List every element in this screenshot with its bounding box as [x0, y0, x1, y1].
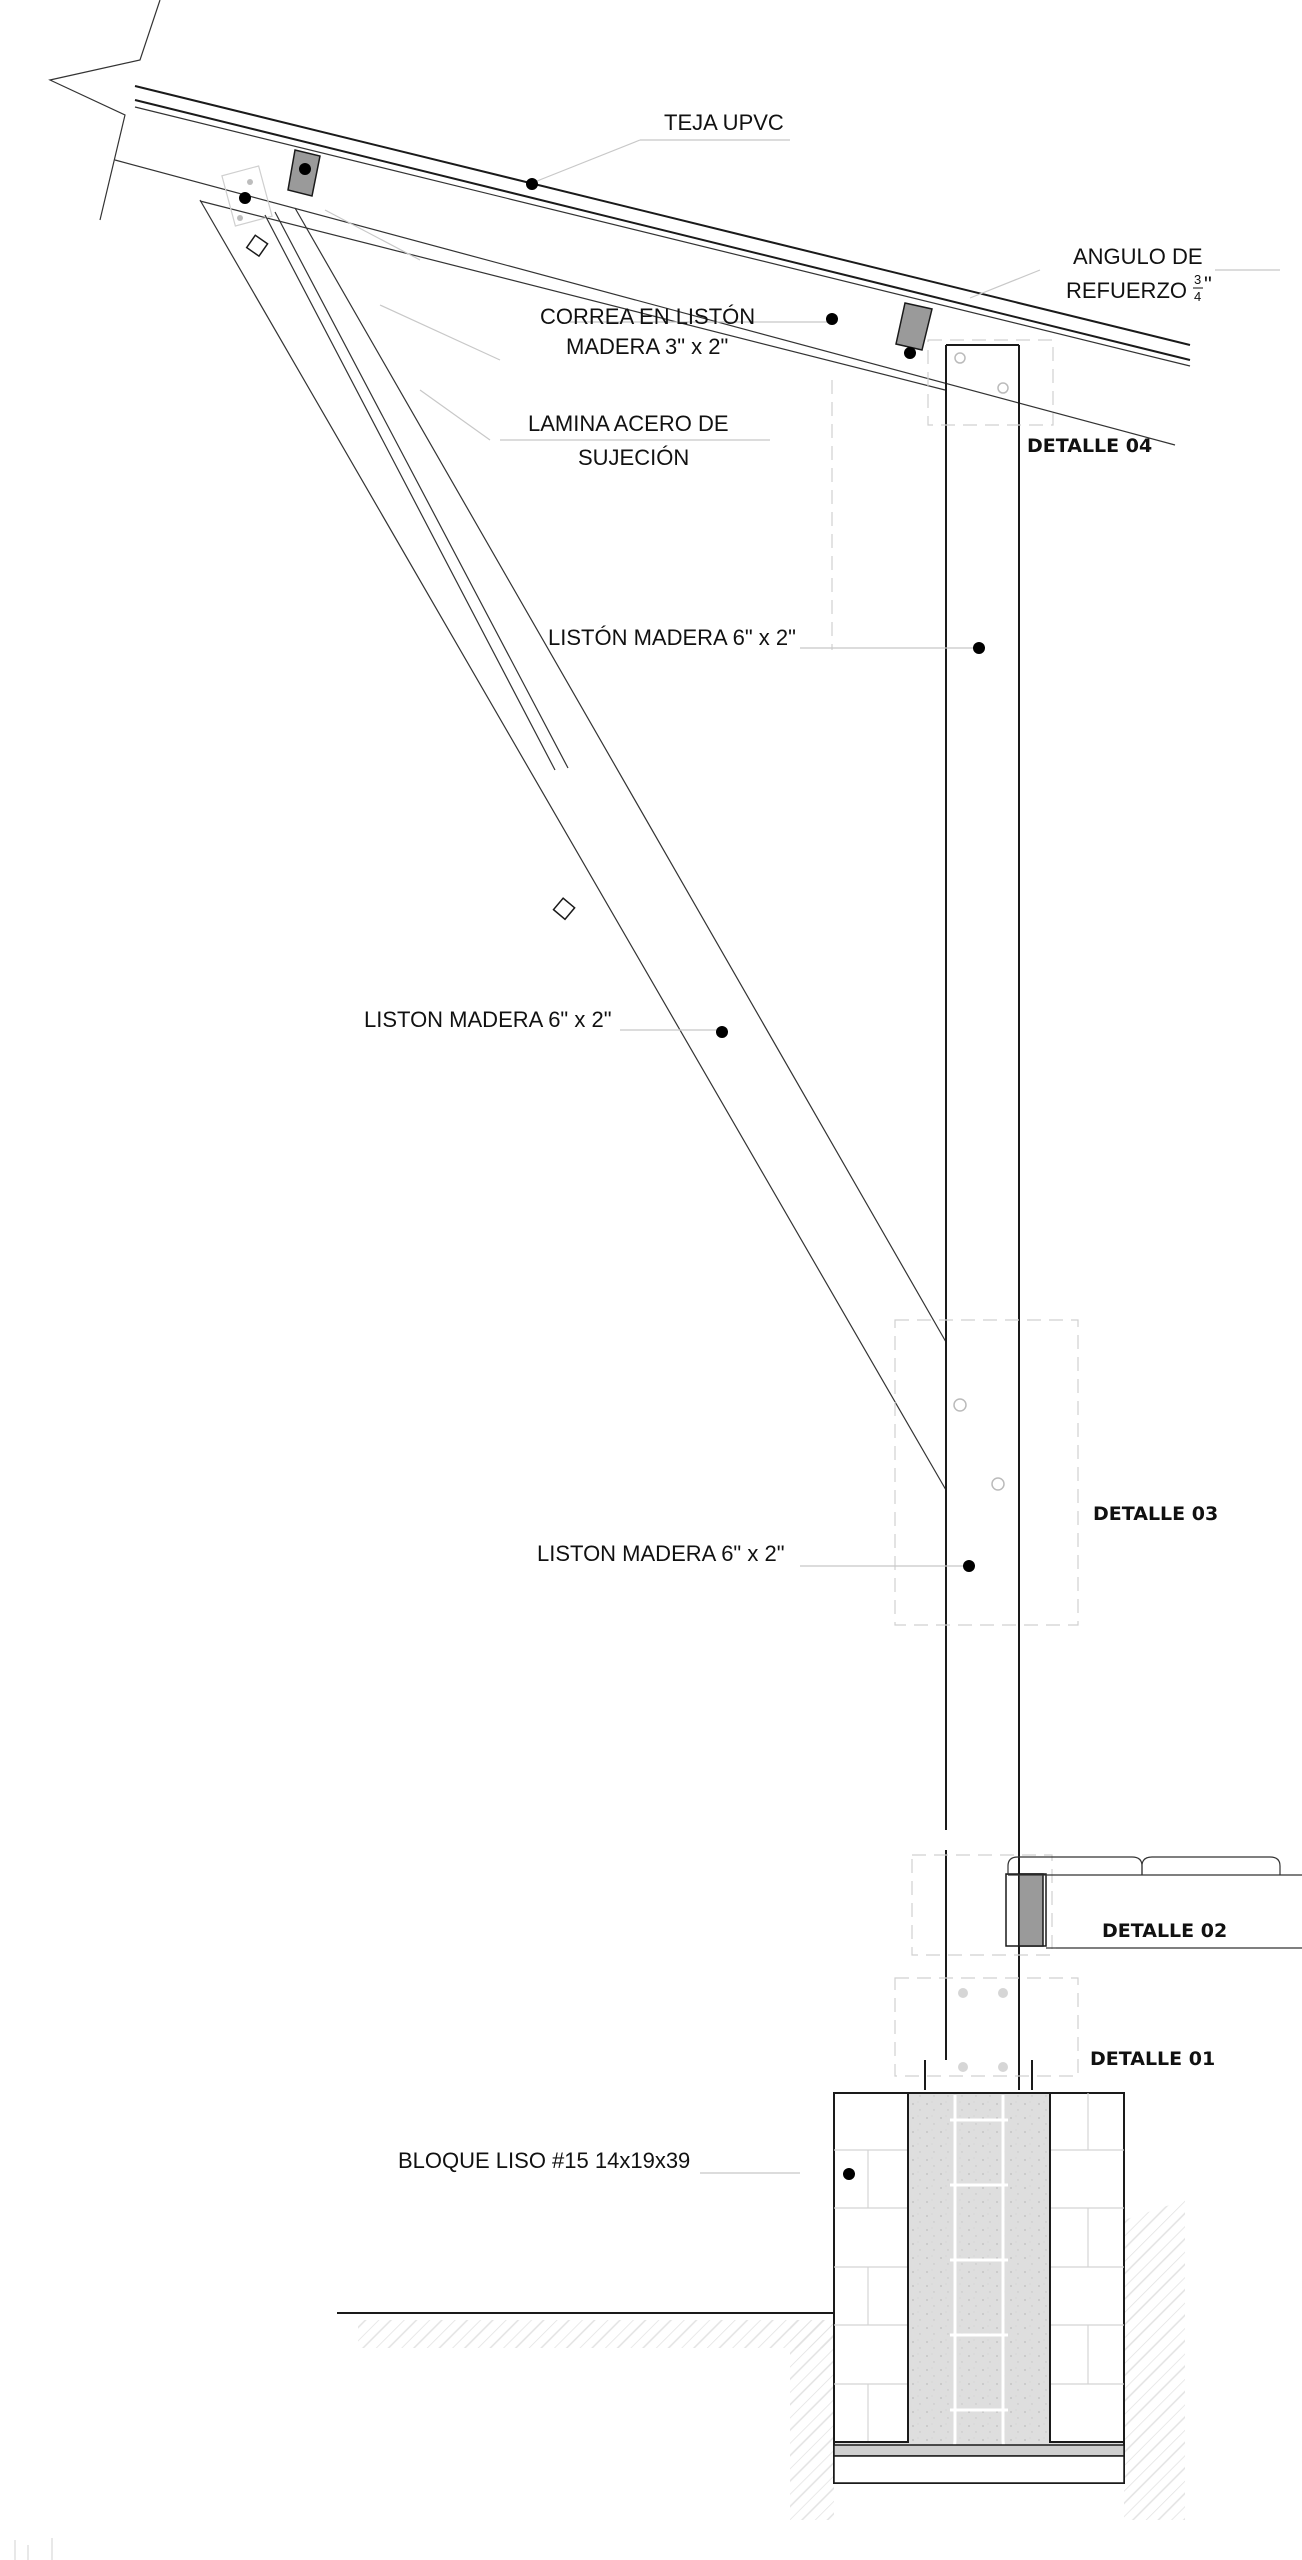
label-angulo-line2: REFUERZO — [1066, 278, 1187, 303]
label-liston-diag: LISTON MADERA 6" x 2" — [364, 1007, 612, 1032]
zone-detalle-02 — [911, 1854, 1053, 1956]
leader-dot-teja — [526, 178, 538, 190]
leader-dot-angulo — [904, 347, 916, 359]
vertical-post — [924, 344, 1033, 2090]
corner-marks — [14, 2538, 53, 2560]
label-liston-top: LISTÓN MADERA 6" x 2" — [548, 625, 796, 650]
zone-detalle-03 — [894, 1319, 1079, 1626]
label-liston-mid: LISTON MADERA 6" x 2" — [537, 1541, 785, 1566]
label-correa-line1: CORREA EN LISTÓN — [540, 304, 755, 329]
leaders — [239, 139, 1280, 2180]
label-angulo-inch: " — [1204, 272, 1212, 297]
brace-edge-right — [294, 207, 947, 1343]
label-angulo-frac-den: 4 — [1194, 289, 1201, 304]
footing — [833, 2455, 1125, 2484]
label-correa-line2: MADERA 3" x 2" — [566, 334, 728, 359]
roof-sheet-bottom — [134, 99, 1191, 361]
zone-detalle-04 — [927, 339, 1054, 426]
leader-dot-liston-mid — [963, 1560, 975, 1572]
zone-detalle-01 — [894, 1977, 1079, 2077]
leader-dot-purlin — [299, 163, 311, 175]
leader-dot-bloque — [843, 2168, 855, 2180]
label-detalle-02: DETALLE 02 — [1102, 1920, 1227, 1942]
rafter-top — [114, 159, 1176, 446]
leader-dot-plate — [239, 192, 251, 204]
brace-edge-left — [199, 199, 947, 1491]
label-lamina-line2: SUJECIÓN — [578, 445, 689, 470]
bolt-square — [552, 897, 576, 921]
diagonal-brace — [199, 199, 947, 1491]
labels: TEJA UPVC ANGULO DE REFUERZO 3 4 " CORRE… — [364, 110, 1227, 2173]
label-teja: TEJA UPVC — [664, 110, 784, 135]
leader-dot-liston-top — [973, 642, 985, 654]
steel-plate — [221, 165, 273, 227]
label-detalle-04: DETALLE 04 — [1027, 435, 1152, 457]
label-detalle-03: DETALLE 03 — [1093, 1503, 1218, 1525]
label-detalle-01: DETALLE 01 — [1090, 2048, 1215, 2070]
roof-sheet-top — [134, 85, 1191, 346]
break-line — [48, 0, 161, 221]
label-lamina-line1: LAMINA ACERO DE — [528, 411, 729, 436]
rafter-bottom — [199, 200, 946, 391]
purlin-right — [895, 302, 933, 351]
bolt-square — [245, 234, 269, 258]
label-angulo-frac-num: 3 — [1194, 272, 1201, 287]
label-bloque: BLOQUE LISO #15 14x19x39 — [398, 2148, 690, 2173]
roof-assembly — [48, 0, 1191, 446]
detail-zones — [831, 339, 1079, 2077]
floor-slab — [1005, 1856, 1302, 1949]
leader-dot-liston-diag — [716, 1026, 728, 1038]
foundation — [337, 2092, 1185, 2520]
label-angulo-line1: ANGULO DE — [1073, 244, 1203, 269]
leader-dot-correa — [826, 313, 838, 325]
